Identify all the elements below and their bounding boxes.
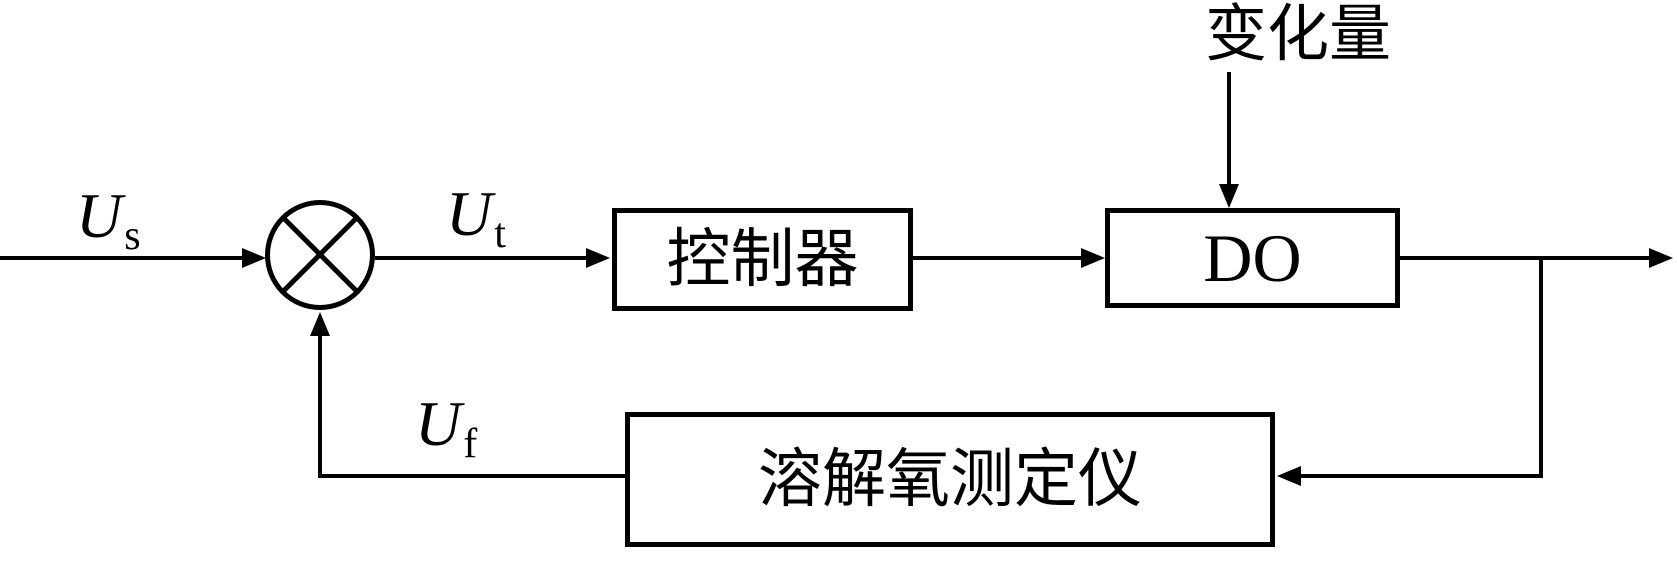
controller-block: 控制器	[612, 208, 913, 311]
disturbance-line	[1227, 72, 1231, 186]
sensor-block: 溶解氧测定仪	[625, 412, 1275, 547]
disturbance-arrowhead-icon	[1219, 184, 1239, 208]
feedback-rise-line	[318, 334, 322, 478]
controller-block-label: 控制器	[666, 223, 859, 295]
feedback-arrowhead-icon	[310, 312, 330, 336]
input-arrowhead-icon	[242, 248, 266, 268]
input-signal-subscript: s	[124, 212, 141, 259]
sensor-input-arrowhead-icon	[1277, 466, 1301, 486]
input-signal-label: Us	[76, 184, 141, 257]
controller-to-plant-line	[913, 256, 1083, 260]
input-signal-base: U	[76, 180, 123, 251]
disturbance-label: 变化量	[1205, 1, 1392, 69]
summing-junction-icon	[265, 200, 375, 310]
control-signal-arrowhead-icon	[586, 248, 610, 268]
feedback-signal-line	[318, 474, 625, 478]
plant-block-label: DO	[1203, 220, 1302, 296]
feedback-signal-base: U	[415, 388, 462, 459]
feedback-return-line	[1301, 474, 1543, 478]
sensor-block-label: 溶解氧测定仪	[758, 443, 1142, 515]
feedback-signal-subscript: f	[463, 420, 478, 467]
controller-to-plant-arrowhead-icon	[1081, 248, 1105, 268]
feedback-branch-line	[1539, 256, 1543, 478]
control-signal-base: U	[446, 178, 493, 249]
feedback-signal-label: Uf	[415, 392, 477, 465]
control-signal-label: Ut	[446, 182, 506, 255]
plant-block: DO	[1105, 208, 1400, 308]
control-signal-line	[375, 256, 588, 260]
input-signal-line	[0, 256, 243, 260]
output-arrowhead-icon	[1649, 248, 1673, 268]
control-signal-subscript: t	[494, 210, 506, 257]
output-line	[1400, 256, 1650, 260]
